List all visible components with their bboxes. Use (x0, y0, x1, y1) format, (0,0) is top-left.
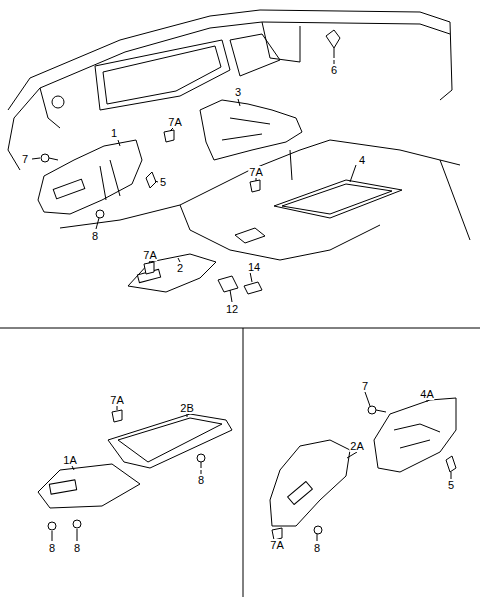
callout-number: 4A (419, 388, 434, 400)
callout-number: 4 (358, 154, 366, 166)
callout-number: 14 (247, 261, 261, 273)
callout-number: 7 (361, 380, 369, 392)
callout-number: 8 (48, 542, 56, 554)
callout-number: 7A (269, 539, 284, 551)
callout-number: 1A (62, 454, 77, 466)
callout-number: 7 (21, 153, 29, 165)
callout-number: 1 (110, 127, 118, 139)
callout-number: 6 (330, 64, 338, 76)
callout-number: 5 (447, 479, 455, 491)
callout-number: 2B (179, 402, 194, 414)
callout-number: 2A (349, 440, 364, 452)
callout-number: 5 (159, 176, 167, 188)
callout-number: 8 (197, 474, 205, 486)
callout-number: 12 (225, 303, 239, 315)
callout-number: 2 (176, 262, 184, 274)
callout-number: 8 (313, 542, 321, 554)
callout-number: 7A (142, 249, 157, 261)
callout-number: 3 (234, 86, 242, 98)
callout-number: 8 (73, 542, 81, 554)
callout-number: 8 (91, 230, 99, 242)
callout-number: 7A (109, 394, 124, 406)
callout-number: 7A (248, 166, 263, 178)
callout-number: 7A (167, 116, 182, 128)
